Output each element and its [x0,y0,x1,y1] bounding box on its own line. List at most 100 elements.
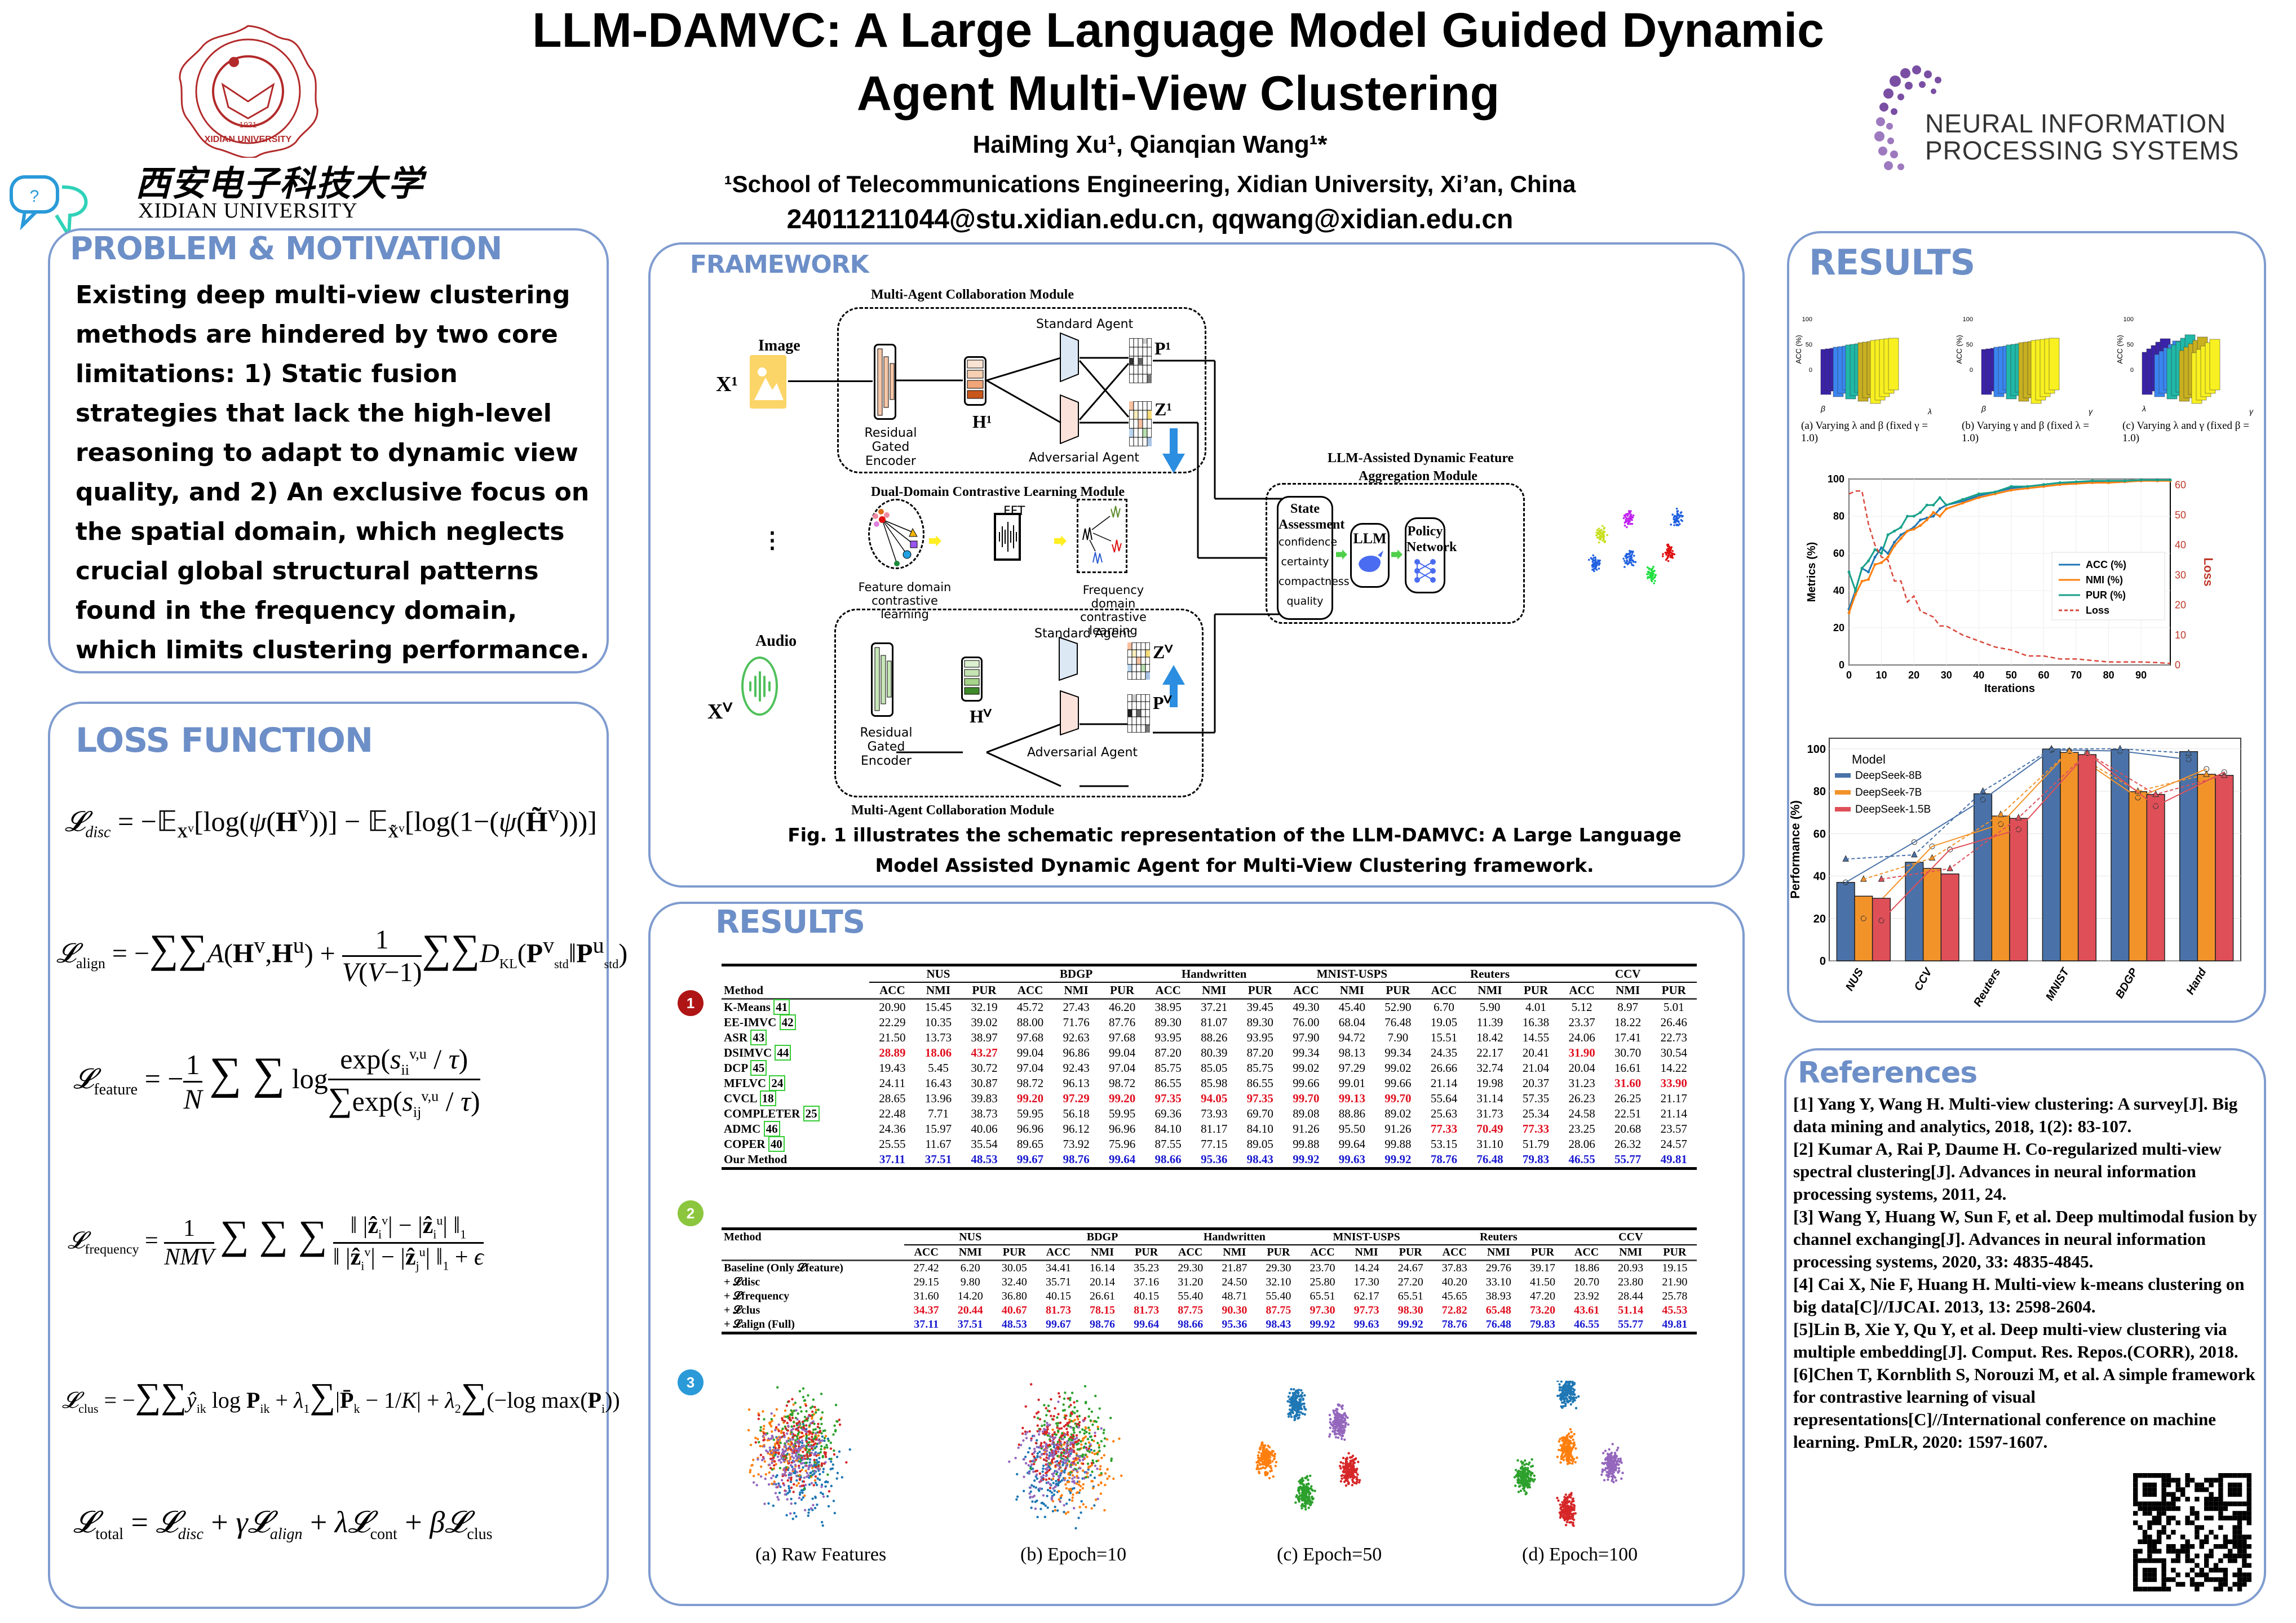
citation-link[interactable]: 25 [803,1106,820,1121]
cluster-point [1600,529,1603,531]
llm-box: LLM [1350,523,1390,588]
tsne-point [803,1494,806,1497]
tsne-point [804,1469,807,1473]
data-point [1873,548,1877,551]
tsne-point [1527,1484,1530,1487]
tsne-point [1100,1482,1103,1485]
tsne-point [1514,1469,1518,1471]
dataset-header: NUS [869,965,1007,983]
frequency-domain-icon [1077,499,1127,573]
citation-link[interactable]: 41 [773,999,790,1015]
metric-value: 10.35 [924,1016,952,1029]
metric-header: ACC [1310,1246,1335,1258]
tsne-point [762,1427,765,1430]
tsne-point [1516,1481,1519,1484]
cluster-point [1670,552,1673,554]
citation-link[interactable]: 44 [775,1045,791,1061]
tsne-point [1057,1478,1060,1482]
equation-disc: 𝓛disc = −𝔼Xv[log(ψ(Hv))] − 𝔼X̃v[log(1−(ψ… [65,801,597,841]
metric-value: 23.80 [1618,1276,1644,1288]
tsne-point [1603,1469,1607,1471]
tsne-point [1094,1498,1098,1501]
dataset-header: MNIST-USPS [1283,965,1421,983]
citation-link[interactable]: 45 [750,1060,767,1076]
tsne-point [1571,1498,1574,1501]
metric-value: 29.76 [1485,1262,1511,1274]
tsne-point [1056,1444,1060,1447]
citation-link[interactable]: 18 [759,1090,776,1106]
tsne-point [832,1433,835,1436]
cluster-point [1595,564,1598,566]
tsne-point [1303,1413,1306,1416]
tsne-point [1063,1409,1067,1412]
metric-value: 96.96 [1016,1122,1044,1136]
tsne-point [1030,1383,1033,1386]
tsne-point [1258,1467,1260,1470]
metric-value: 99.02 [1293,1061,1320,1075]
tsne-point [1056,1424,1059,1427]
citation-link[interactable]: 43 [750,1030,767,1045]
tsne-point [800,1489,803,1492]
tsne-point [1051,1439,1054,1442]
tsne-point [817,1442,820,1445]
axis-label: λ [1927,407,1932,416]
metric-header: NMI [958,1246,982,1258]
tsne-point [1036,1469,1039,1473]
tsne-point [1022,1439,1025,1442]
citation-link[interactable]: 42 [779,1014,796,1030]
tsne-point [1081,1458,1085,1461]
cluster-point [1666,549,1669,551]
tsne-point [798,1447,801,1451]
tsne-point [798,1464,800,1467]
tsne-point [1294,1399,1298,1402]
tsne-point [1089,1419,1092,1422]
tsne-point [1118,1437,1121,1440]
citation-link[interactable]: 46 [763,1121,780,1137]
tsne-point [1058,1395,1061,1398]
tsne-point [1033,1455,1036,1458]
tsne-point [1065,1414,1068,1417]
citation-link[interactable]: 24 [769,1075,786,1091]
tsne-point [1264,1467,1267,1470]
tsne-point [1297,1407,1300,1409]
tsne-point [1082,1477,1086,1480]
tsne-point [817,1453,820,1457]
tsne-point [777,1484,781,1487]
citation-link[interactable]: 40 [768,1136,785,1152]
problem-title: PROBLEM & MOTIVATION [70,230,502,267]
data-point [1993,490,1997,494]
tsne-point [1572,1521,1574,1524]
tsne-point [752,1474,755,1478]
cluster-point [1652,573,1655,575]
tsne-point [1603,1462,1605,1465]
y-tick-label: 100 [1807,743,1826,756]
tsne-point [803,1399,806,1402]
metric-value: 76.48 [1384,1016,1412,1029]
tsne-point [817,1422,820,1426]
legend-swatch [1835,807,1851,812]
tsne-point [1287,1412,1290,1416]
metric-value: 55.40 [1266,1290,1291,1302]
tsne-point [1064,1452,1067,1455]
qr-code[interactable] [2133,1473,2251,1591]
tsne-point [1263,1458,1266,1461]
tsne-point [800,1445,804,1448]
data-point [1925,518,1928,522]
y-tick-label: 40 [1833,585,1844,596]
tsne-point [1085,1448,1089,1451]
metric-value: 86.55 [1246,1076,1273,1090]
tsne-point [1569,1458,1572,1462]
tsne-point [1350,1469,1353,1472]
tsne-point [785,1440,788,1443]
bar-reuters [1973,793,1993,961]
metric-value: 48.53 [971,1152,998,1166]
tsne-point [1355,1476,1359,1479]
tsne-point [787,1425,790,1427]
tsne-point [1604,1449,1607,1452]
tsne-point [773,1464,776,1467]
tsne-point [794,1439,797,1442]
svg-text:?: ? [30,187,39,206]
tsne-point [816,1467,819,1470]
bar-hand [2215,775,2234,961]
tsne-point [1064,1512,1068,1515]
